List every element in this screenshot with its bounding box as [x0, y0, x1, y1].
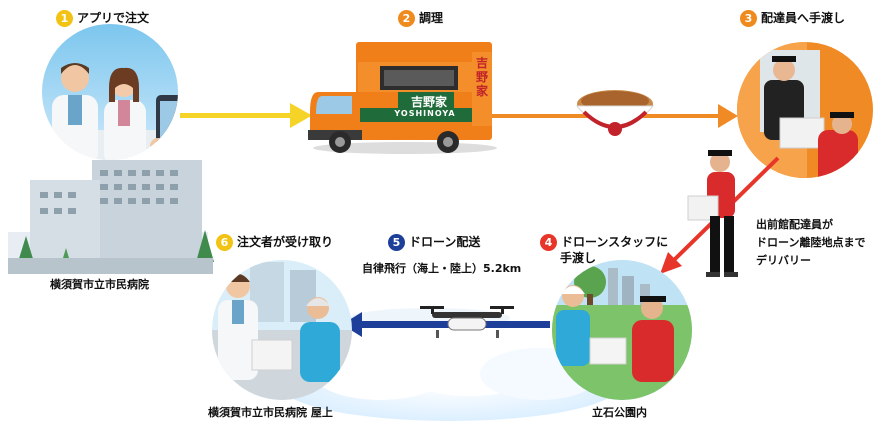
step-3-text: 配達員へ手渡し: [761, 11, 846, 25]
truck-back-sign: 吉野家: [475, 56, 488, 98]
food-truck-illustration: [308, 42, 497, 154]
drone-staff-handoff-illustration: [552, 260, 692, 400]
park-caption: 立石公園内: [592, 406, 647, 419]
doctors-ordering-illustration: [42, 24, 178, 160]
gyudon-bowl-illustration: [575, 90, 655, 136]
courier-note-line2: ドローン離陸地点まで: [756, 236, 866, 249]
step-4-text-line1: ドローンスタッフに: [561, 235, 669, 249]
hospital-caption: 横須賀市立市民病院: [50, 278, 149, 291]
step-2-text: 調理: [419, 11, 444, 25]
arrow-order-to-cook: [180, 103, 312, 128]
drone-illustration: [420, 306, 514, 338]
hospital-roof-caption: 横須賀市立市民病院 屋上: [208, 406, 333, 419]
step-4-text-line2: 手渡し: [560, 251, 597, 265]
step-2-number: 2: [398, 10, 415, 27]
step-5-label: 5 ドローン配送: [388, 234, 480, 251]
courier-walking-illustration: [687, 150, 738, 277]
courier-handoff-illustration: [737, 42, 873, 178]
step-3-label: 3 配達員へ手渡し: [740, 10, 845, 27]
truck-side-sign: 吉野家: [410, 95, 447, 109]
step-6-text: 注文者が受け取り: [237, 235, 334, 249]
step-1-label: 1 アプリで注文: [56, 10, 149, 27]
hospital-building-illustration: [8, 160, 214, 274]
step-1-text: アプリで注文: [77, 11, 150, 25]
truck-brand-text: YOSHINOYA: [394, 109, 456, 118]
step-1-number: 1: [56, 10, 73, 27]
courier-note: 出前館配達員が ドローン離陸地点まで デリバリー: [756, 216, 865, 270]
rooftop-receive-illustration: [212, 260, 352, 400]
step-2-label: 2 調理: [398, 10, 443, 27]
flight-distance-caption: 自律飛行（海上・陸上）5.2km: [362, 262, 522, 275]
step-3-number: 3: [740, 10, 757, 27]
courier-note-line1: 出前館配達員が: [756, 218, 833, 231]
step-6-label: 6 注文者が受け取り: [216, 234, 333, 251]
courier-note-line3: デリバリー: [756, 254, 811, 267]
step-4-label: 4 ドローンスタッフに: [540, 234, 668, 251]
step-5-text: ドローン配送: [409, 235, 481, 249]
step-4-number: 4: [540, 234, 557, 251]
step-6-number: 6: [216, 234, 233, 251]
step-5-number: 5: [388, 234, 405, 251]
